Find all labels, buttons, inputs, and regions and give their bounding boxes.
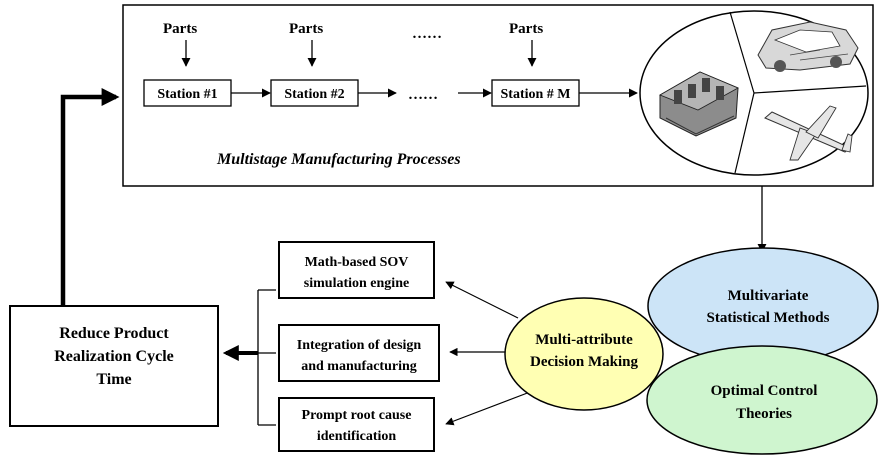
parts-inputs: Parts Parts …… Parts: [163, 21, 543, 67]
ellipsis-top: ……: [412, 26, 442, 42]
decision-to-sov-arrow: [445, 281, 519, 319]
car-body-image: [757, 21, 859, 72]
method-line: Multivariate: [728, 288, 809, 304]
feedback-arrow: [60, 88, 120, 305]
tool-root-cause: Prompt root cause identification: [278, 397, 435, 452]
tool-line: and manufacturing: [301, 359, 417, 374]
products-circle: [639, 10, 869, 176]
airplane-image: [764, 105, 853, 161]
engine-block-image: [659, 71, 739, 137]
decision-to-rootcause-arrow: [445, 391, 531, 426]
method-control: Optimal Control Theories: [646, 345, 878, 455]
goal-line-3: Time: [96, 371, 131, 388]
tool-line: simulation engine: [304, 276, 409, 291]
station-label: Station #2: [284, 87, 344, 102]
method-line: Multi-attribute: [535, 332, 633, 348]
station-2: Station #2: [270, 79, 359, 107]
tool-sov-simulation: Math-based SOV simulation engine: [278, 241, 435, 299]
method-line: Theories: [736, 406, 792, 422]
station-label: Station #1: [157, 87, 217, 102]
method-line: Decision Making: [530, 354, 638, 370]
parts-label: Parts: [163, 21, 197, 37]
method-statistical: Multivariate Statistical Methods: [647, 247, 879, 365]
station-1: Station #1: [143, 79, 232, 107]
tool-design-manufacturing: Integration of design and manufacturing: [278, 324, 440, 382]
tools-bracket: [222, 289, 276, 426]
station-m: Station # M: [491, 79, 580, 107]
method-line: Statistical Methods: [707, 310, 830, 326]
station-label: Station # M: [501, 87, 571, 102]
ellipsis-between: ……: [408, 87, 438, 103]
goal-line-2: Realization Cycle: [54, 348, 174, 365]
method-line: Optimal Control: [711, 383, 818, 399]
goal-line-1: Reduce Product: [59, 325, 169, 342]
parts-label: Parts: [289, 21, 323, 37]
tool-line: Prompt root cause: [302, 408, 412, 423]
process-caption: Multistage Manufacturing Processes: [216, 151, 461, 168]
method-decision: Multi-attribute Decision Making: [504, 297, 664, 411]
goal-box: Reduce Product Realization Cycle Time: [9, 305, 219, 427]
tool-line: Integration of design: [297, 338, 422, 353]
tool-line: identification: [317, 429, 397, 444]
tool-line: Math-based SOV: [305, 255, 409, 270]
parts-label: Parts: [509, 21, 543, 37]
